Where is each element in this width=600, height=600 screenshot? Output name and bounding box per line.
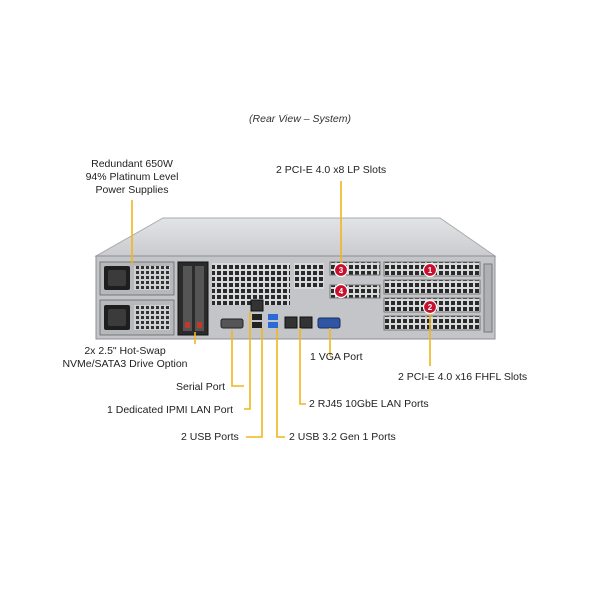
psu-label: Redundant 650W 94% Platinum Level Power … <box>70 158 194 197</box>
ipmi-lan-label: 1 Dedicated IPMI LAN Port <box>107 404 234 416</box>
slot-markers: 1 2 3 4 <box>333 262 438 315</box>
callout-usb32 <box>276 328 285 438</box>
view-title: (Rear View – System) <box>249 113 351 125</box>
chassis-top <box>94 217 497 257</box>
slot-marker-3: 3 <box>333 262 349 278</box>
usb-label: 2 USB Ports <box>181 431 239 443</box>
callout-rj45 <box>299 328 306 405</box>
vga-port-shape <box>317 317 341 329</box>
serial-port-label: Serial Port <box>176 381 226 393</box>
lp-slots-label: 2 PCI-E 4.0 x8 LP Slots <box>276 164 387 176</box>
callout-usb <box>246 328 263 438</box>
psu-top <box>99 261 175 296</box>
usb32-label: 2 USB 3.2 Gen 1 Ports <box>289 431 396 443</box>
vga-label: 1 VGA Port <box>310 351 363 363</box>
psu-label-line1: Redundant 650W <box>91 158 173 170</box>
usb-port-a <box>252 314 262 320</box>
callout-ipmi <box>244 312 251 410</box>
drive-bays <box>177 261 209 336</box>
psu-label-line3: Power Supplies <box>95 184 169 196</box>
slot-marker-3-text: 3 <box>339 266 344 275</box>
callout-lines <box>131 181 431 438</box>
usb32-port-b <box>268 322 278 328</box>
rj45-port-b <box>299 316 313 329</box>
rj45-label: 2 RJ45 10GbE LAN Ports <box>309 398 429 410</box>
io-vent-area <box>212 263 324 305</box>
drive-label-line2: NVMe/SATA3 Drive Option <box>62 358 188 370</box>
rj45-port-a <box>284 316 298 329</box>
ipmi-port-shape <box>250 299 264 312</box>
callout-serial <box>231 330 244 387</box>
slot-marker-2-text: 2 <box>428 303 433 312</box>
drive-label: 2x 2.5" Hot-Swap NVMe/SATA3 Drive Option <box>52 345 198 371</box>
fhfl-slots-label: 2 PCI-E 4.0 x16 FHFL Slots <box>398 371 528 383</box>
psu-label-line2: 94% Platinum Level <box>85 171 179 183</box>
slot-marker-2: 2 <box>422 299 438 315</box>
usb-port-b <box>252 322 262 328</box>
drive-label-line1: 2x 2.5" Hot-Swap <box>84 345 166 357</box>
slot-marker-1: 1 <box>422 262 438 278</box>
usb32-port-a <box>268 314 278 320</box>
serial-port-shape <box>220 318 244 329</box>
slot-marker-4: 4 <box>333 283 349 299</box>
psu-bottom <box>99 299 175 336</box>
slot-marker-1-text: 1 <box>428 266 433 275</box>
io-ports <box>220 299 341 329</box>
slot-marker-4-text: 4 <box>339 287 344 296</box>
